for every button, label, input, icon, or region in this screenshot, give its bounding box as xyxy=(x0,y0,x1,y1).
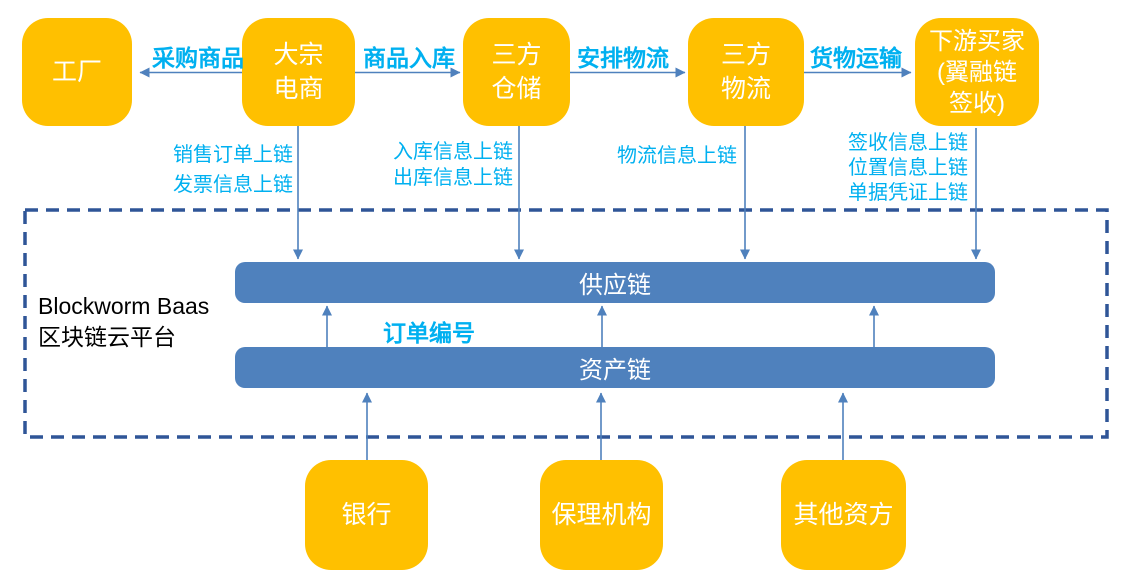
platform-name-en: Blockworm Baas xyxy=(38,293,210,319)
flow-label-cargo-transport: 货物运输 xyxy=(810,45,902,71)
node-other-funders-label: 其他资方 xyxy=(793,501,894,529)
onchain-label-outbound-info: 出库信息上链 xyxy=(393,167,513,189)
platform-label: Blockworm Baas 区块链云平台 xyxy=(38,291,209,353)
node-third-party-logistics-label-line1: 三方 xyxy=(720,41,771,69)
onchain-labels-ecommerce: 销售订单上链 发票信息上链 xyxy=(173,140,293,200)
node-bulk-ecommerce-label-line1: 大宗 xyxy=(273,41,324,69)
onchain-label-signoff-info: 签收信息上链 xyxy=(848,132,968,154)
node-factory: 工厂 xyxy=(22,18,132,126)
supply-chain-bar: 供应链 xyxy=(235,262,995,303)
order-number-label: 订单编号 xyxy=(383,320,475,346)
flow-label-purchase-goods: 采购商品 xyxy=(152,45,244,71)
node-factoring-agency: 保理机构 xyxy=(540,460,663,570)
asset-chain-bar: 资产链 xyxy=(235,347,995,388)
node-downstream-buyer-label-line1: 下游买家 xyxy=(929,27,1025,55)
onchain-label-logistics-info: 物流信息上链 xyxy=(617,145,737,167)
node-downstream-buyer: 下游买家 (翼融链 签收) xyxy=(915,18,1039,126)
flow-label-goods-inbound: 商品入库 xyxy=(363,45,455,71)
onchain-labels-buyer: 签收信息上链 位置信息上链 单据凭证上链 xyxy=(848,131,968,206)
node-factory-label: 工厂 xyxy=(51,58,102,86)
node-third-party-warehouse: 三方 仓储 xyxy=(463,18,570,126)
node-third-party-logistics-label-line2: 物流 xyxy=(720,75,771,103)
node-downstream-buyer-label-line2: (翼融链 xyxy=(937,58,1017,86)
onchain-label-invoice-info: 发票信息上链 xyxy=(173,174,293,196)
onchain-labels-logistics: 物流信息上链 xyxy=(617,143,737,169)
flow-label-arrange-logistics: 安排物流 xyxy=(577,45,669,71)
node-bank: 银行 xyxy=(305,460,428,570)
node-other-funders: 其他资方 xyxy=(781,460,906,570)
onchain-labels-warehouse: 入库信息上链 出库信息上链 xyxy=(393,139,513,191)
platform-name-zh: 区块链云平台 xyxy=(38,324,176,350)
node-third-party-logistics: 三方 物流 xyxy=(688,18,804,126)
node-third-party-warehouse-label-line1: 三方 xyxy=(491,41,542,69)
node-bank-label: 银行 xyxy=(341,501,392,529)
node-downstream-buyer-label-line3: 签收) xyxy=(949,89,1005,117)
onchain-label-sales-order: 销售订单上链 xyxy=(173,144,293,166)
onchain-label-document-proof: 单据凭证上链 xyxy=(848,182,968,204)
node-bulk-ecommerce-label-line2: 电商 xyxy=(273,75,324,103)
node-third-party-warehouse-label-line2: 仓储 xyxy=(491,75,542,103)
onchain-label-inbound-info: 入库信息上链 xyxy=(393,141,513,163)
node-bulk-ecommerce: 大宗 电商 xyxy=(242,18,355,126)
node-factoring-agency-label: 保理机构 xyxy=(551,501,652,529)
onchain-label-location-info: 位置信息上链 xyxy=(848,157,968,179)
